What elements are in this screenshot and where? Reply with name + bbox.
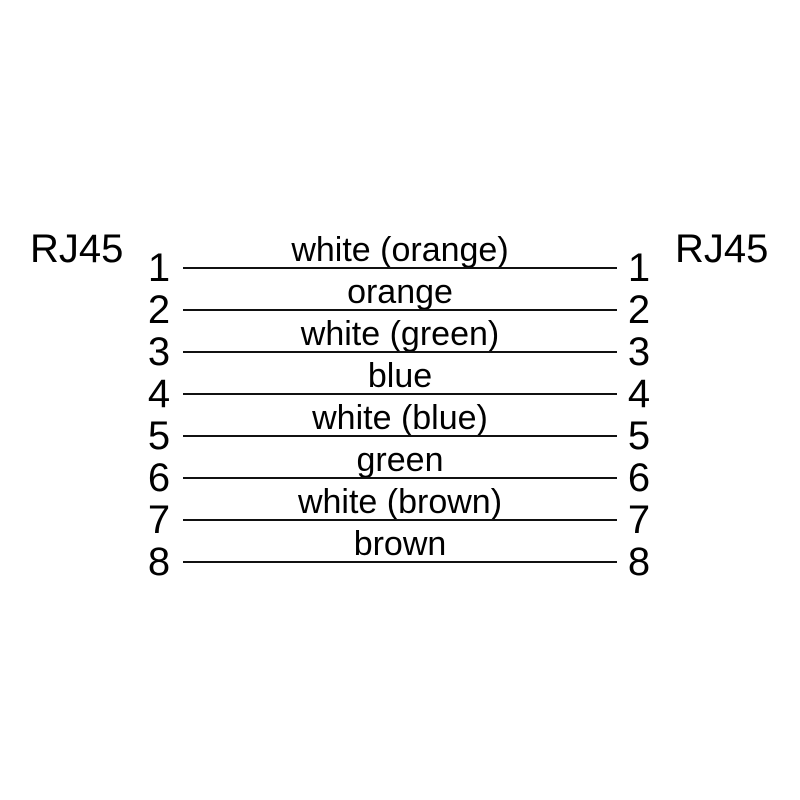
wire-line <box>183 309 617 311</box>
left-pin-number: 4 <box>147 372 171 416</box>
wire-color-label: white (green) <box>300 315 500 353</box>
wire-line <box>183 351 617 353</box>
left-pin-number: 7 <box>147 498 171 542</box>
wire-color-label: brown <box>353 525 447 563</box>
right-pin-number: 8 <box>627 540 651 584</box>
wire-color-label: white (blue) <box>312 399 488 437</box>
right-pin-number: 1 <box>627 246 651 290</box>
right-pin-number: 4 <box>627 372 651 416</box>
left-pin-number: 5 <box>147 414 171 458</box>
left-pin-number: 1 <box>147 246 171 290</box>
wire-line <box>183 267 617 269</box>
right-pin-number: 7 <box>627 498 651 542</box>
wire-line <box>183 561 617 563</box>
wire-line <box>183 519 617 521</box>
wire-color-label: blue <box>367 357 433 395</box>
wire-color-label: white (brown) <box>297 483 503 521</box>
left-pin-number: 2 <box>147 288 171 332</box>
wire-color-label: green <box>356 441 444 479</box>
left-pin-number: 6 <box>147 456 171 500</box>
wire-line <box>183 477 617 479</box>
wire-color-label: white (orange) <box>291 231 509 269</box>
left-connector-label: RJ45 <box>30 227 124 271</box>
wire-line <box>183 435 617 437</box>
wire-line <box>183 393 617 395</box>
right-pin-number: 3 <box>627 330 651 374</box>
wire-color-label: orange <box>347 273 453 311</box>
left-pin-number: 8 <box>147 540 171 584</box>
right-pin-number: 2 <box>627 288 651 332</box>
right-connector-label: RJ45 <box>675 227 769 271</box>
right-pin-number: 6 <box>627 456 651 500</box>
left-pin-number: 3 <box>147 330 171 374</box>
right-pin-number: 5 <box>627 414 651 458</box>
